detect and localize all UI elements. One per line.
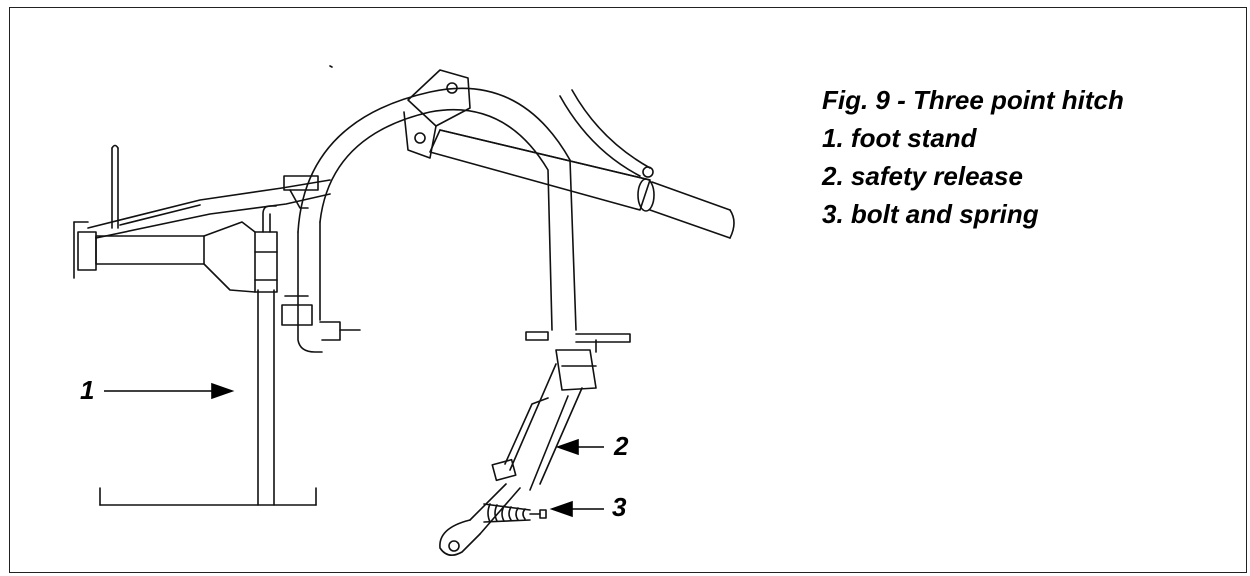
bolt-and-spring: [483, 503, 547, 523]
right-hitch-pin: [525, 331, 631, 353]
callout-label-1: 1: [80, 375, 95, 405]
upper-cross-link: [87, 175, 331, 239]
foot-stand-post: [254, 205, 278, 506]
left-lower-link: [73, 144, 256, 293]
top-link-bracket: [403, 69, 471, 159]
legend-item-safety-release: 2. safety release: [822, 161, 1023, 191]
figure-frame: [9, 7, 1247, 573]
legend-item-foot-stand: 1. foot stand: [822, 123, 977, 153]
callout-label-3: 3: [612, 492, 627, 522]
top-link-cylinder: [429, 89, 735, 239]
figure-caption: Fig. 9 - Three point hitch 1. foot stand…: [822, 81, 1124, 233]
small-mark: [329, 65, 333, 68]
callout-arrow-3: [549, 500, 604, 518]
right-lower-link-safety-release: [439, 349, 597, 556]
callout-arrow-2: [555, 438, 604, 456]
main-arch-frame: [281, 87, 577, 353]
callout-label-2: 2: [614, 431, 629, 461]
callout-arrow-1: [104, 382, 235, 400]
figure-title: Fig. 9 - Three point hitch: [822, 85, 1124, 115]
legend-item-bolt-and-spring: 3. bolt and spring: [822, 199, 1039, 229]
foot-stand-base-plate: [99, 487, 317, 506]
